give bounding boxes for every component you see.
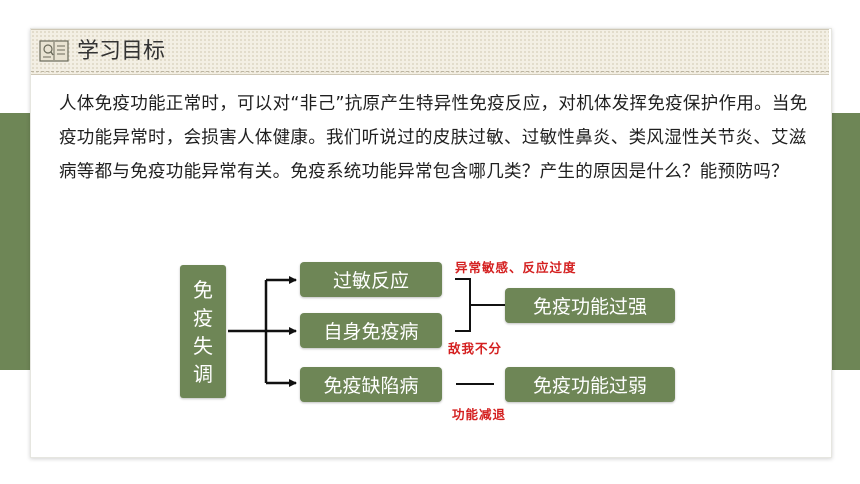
deficiency-note: 功能减退 (452, 407, 507, 422)
too-strong-box: 免疫功能过强 (505, 288, 675, 323)
autoimmune-note: 敌我不分 (448, 341, 503, 356)
immunodeficiency-box: 免疫缺陷病 (300, 367, 442, 402)
bracket-too-strong (455, 278, 471, 332)
root-box: 免 疫 失 调 (180, 265, 226, 398)
section-title-bar: 学习目标 (31, 29, 829, 75)
allergy-note: 异常敏感、反应过度 (455, 260, 577, 275)
intro-paragraph: 人体免疫功能正常时，可以对“非己”抗原产生特异性免疫反应，对机体发挥免疫保护作用… (59, 94, 808, 182)
book-icon (39, 40, 69, 62)
section-title: 学习目标 (77, 39, 166, 64)
root-char: 调 (193, 361, 213, 386)
content-card: 学习目标 人体免疫功能正常时，可以对“非己”抗原产生特异性免疫反应，对机体发挥免… (30, 28, 832, 458)
too-weak-box: 免疫功能过弱 (505, 367, 675, 402)
root-char: 免 (193, 277, 213, 302)
allergy-box: 过敏反应 (300, 262, 442, 297)
autoimmune-box: 自身免疫病 (300, 313, 442, 348)
root-char: 疫 (193, 305, 213, 330)
root-char: 失 (193, 333, 213, 358)
